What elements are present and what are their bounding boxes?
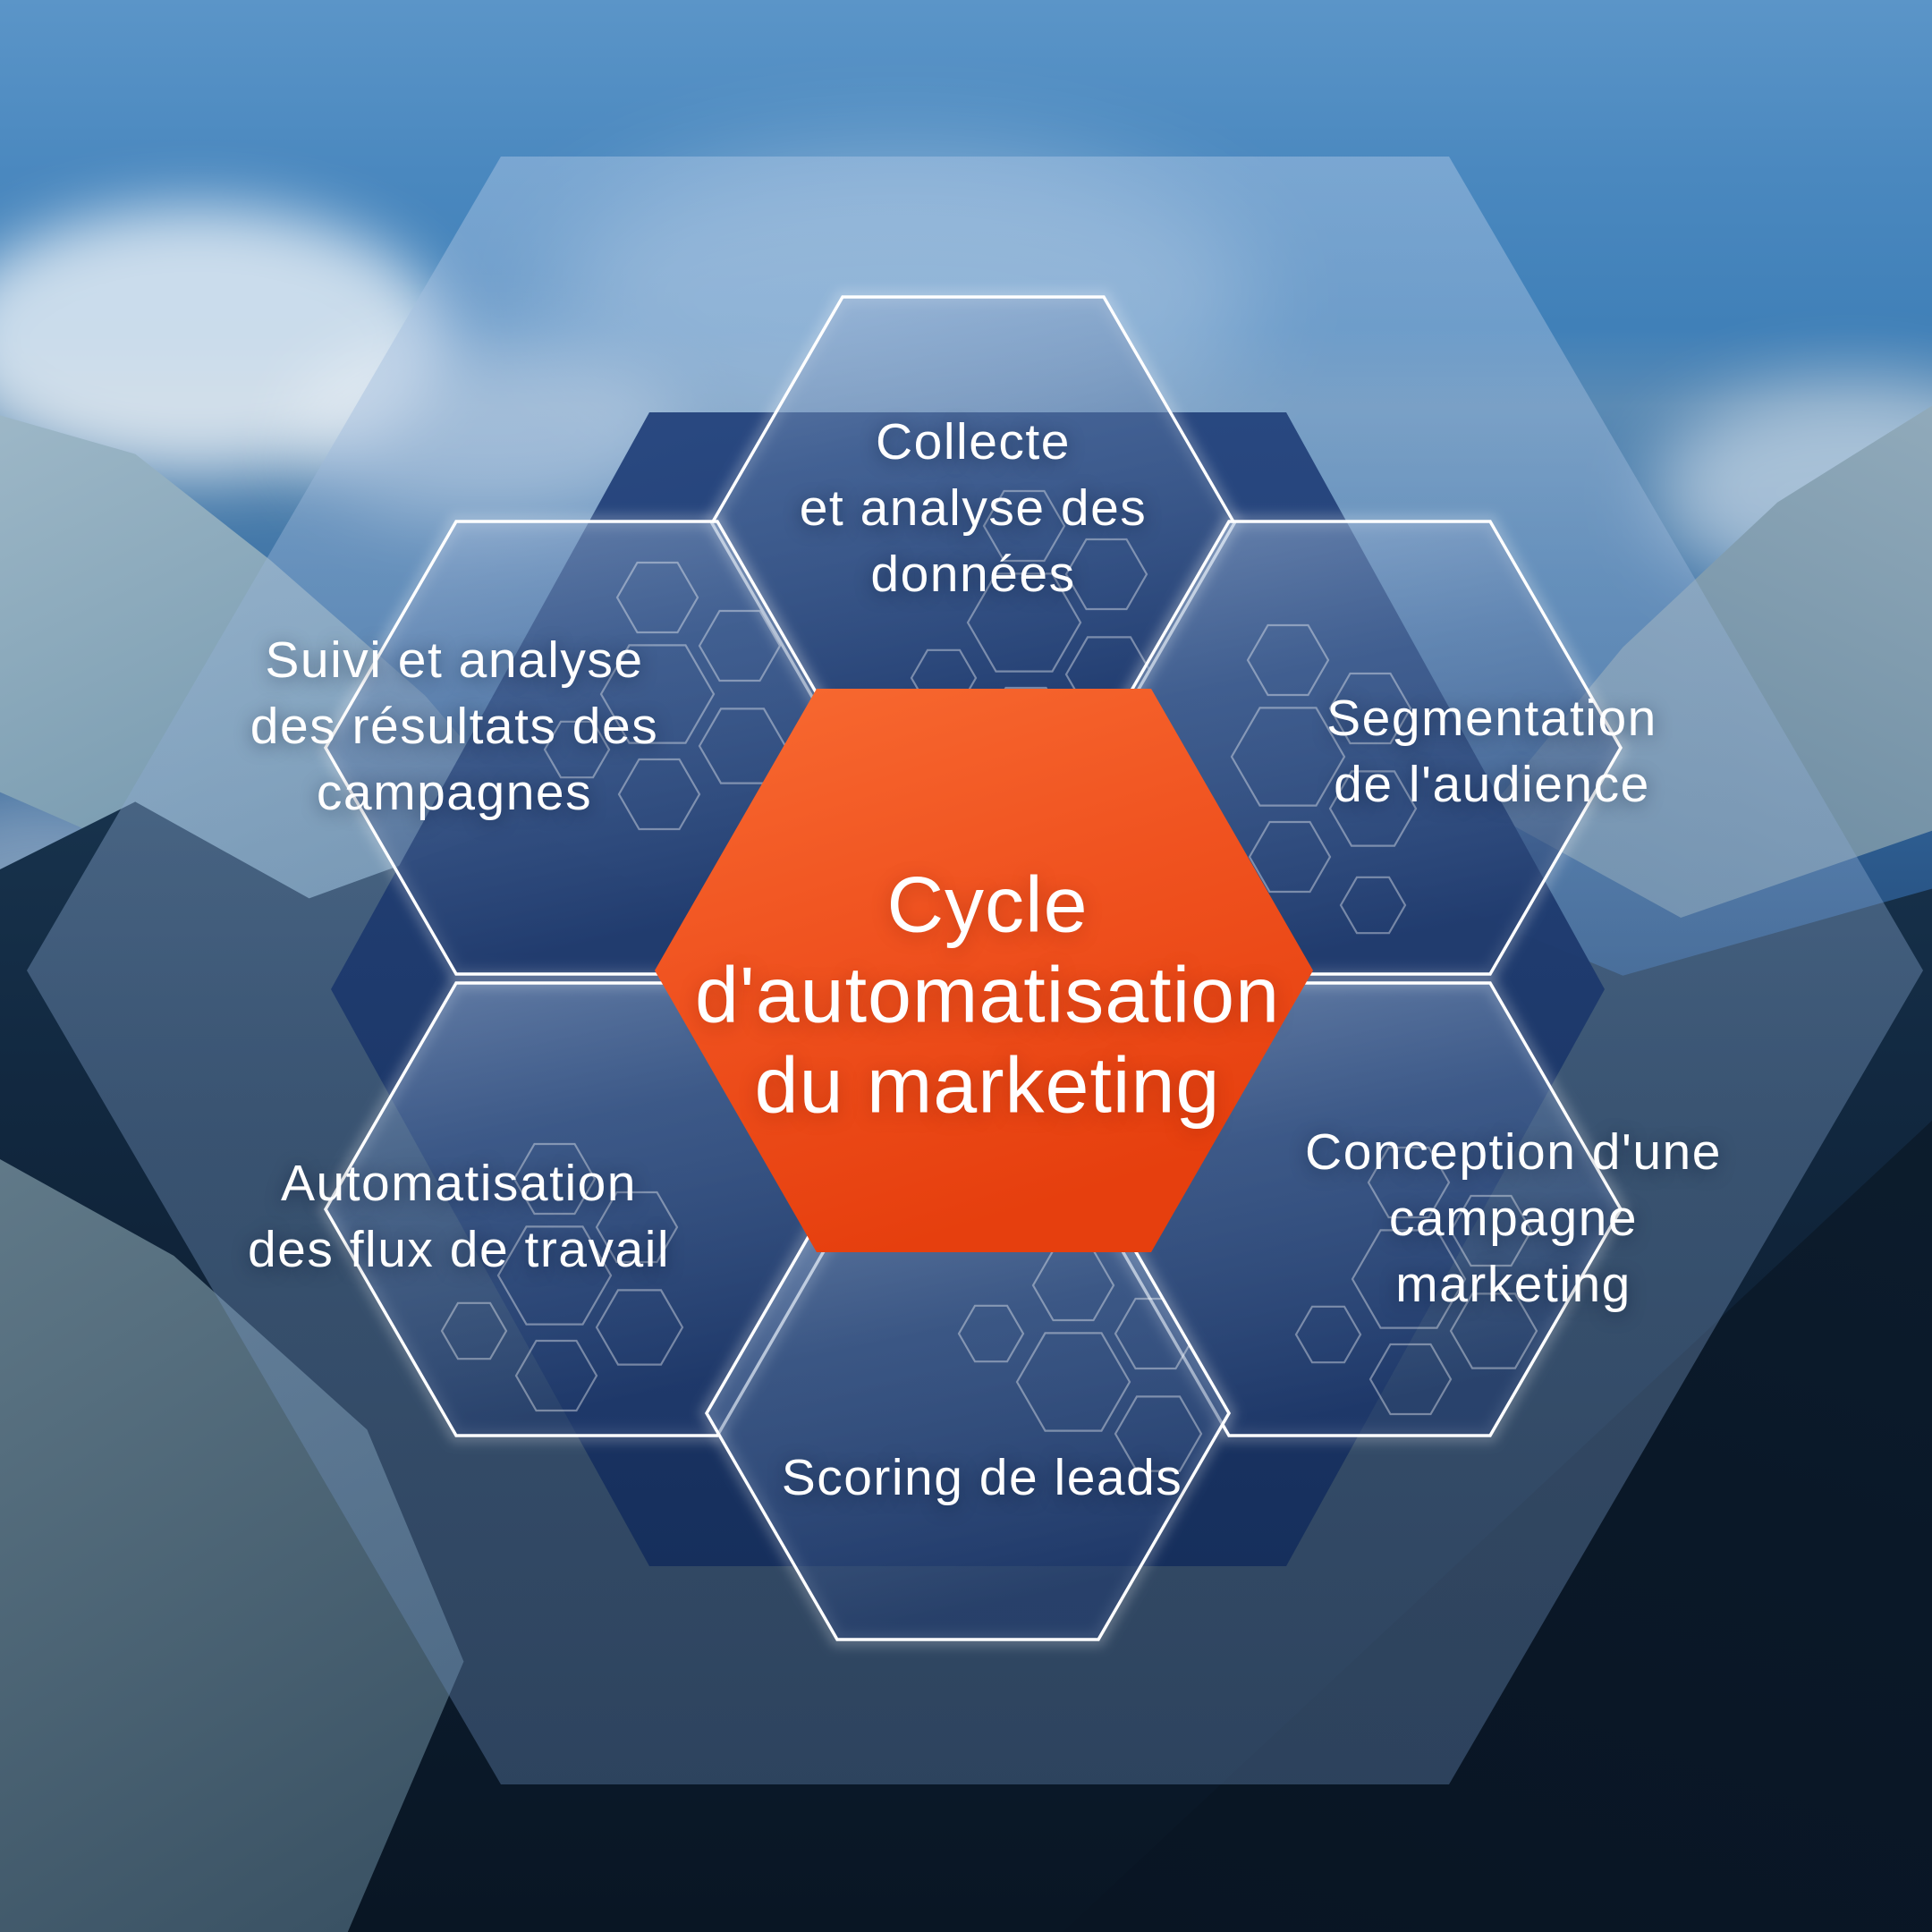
title-line: du marketing [754,1040,1221,1130]
label-line: données [870,546,1076,603]
label-line: Scoring de leads [781,1449,1183,1506]
title-line: d'automatisation [694,950,1281,1039]
label-line: Automatisation [280,1155,638,1212]
label-line: marketing [1395,1256,1631,1313]
label-line: et analyse des [799,479,1148,537]
label-line: Collecte [876,413,1071,470]
node-label-scoring-leads: Scoring de leads [782,1445,1183,1511]
node-label-segmentation-audience: Segmentation de l'audience [1326,685,1657,818]
label-line: Conception d'une [1305,1123,1722,1181]
node-label-suivi-resultats: Suivi et analyse des résultats des campa… [250,627,658,826]
label-line: Suivi et analyse [265,631,644,689]
center-title: Cycle d'automatisation du marketing [695,860,1280,1131]
label-line: des résultats des [250,698,659,755]
label-line: des flux de travail [247,1221,671,1278]
node-label-automatisation-flux: Automatisation des flux de travail [248,1150,670,1283]
label-line: campagne [1388,1190,1639,1247]
label-line: Segmentation [1326,690,1657,747]
title-line: Cycle [886,860,1089,949]
label-line: de l'audience [1334,756,1650,813]
node-label-conception-campagne: Conception d'une campagne marketing [1305,1119,1722,1318]
center-hexagon-orange [655,689,1313,1252]
node-label-collecte-donnees: Collecte et analyse des données [800,409,1148,607]
label-line: campagnes [316,764,593,821]
